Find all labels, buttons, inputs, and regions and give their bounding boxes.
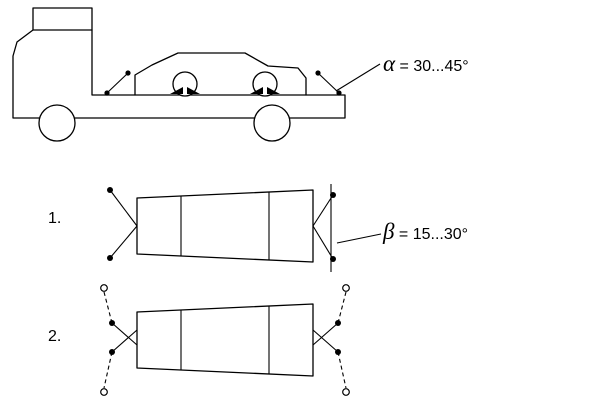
cargo-box-1 [136, 189, 314, 263]
open-anchor-point [100, 388, 108, 396]
wheel-chock [187, 87, 200, 94]
lashing-line [109, 225, 138, 259]
anchor-dot [335, 349, 341, 355]
beta-symbol: β [382, 219, 395, 244]
beta-leader-line [336, 233, 382, 244]
alternative-lashing-dashed [337, 291, 347, 324]
truck-rear-wheel [253, 104, 291, 142]
lashing-line [111, 329, 138, 353]
anchor-dot [315, 70, 321, 76]
wheel-chock [267, 87, 280, 94]
lashing-diagram-1: 1. β = 15...30° [48, 184, 468, 272]
lashing-line [312, 194, 334, 227]
anchor-dot [107, 255, 113, 261]
beta-value: = 15...30° [399, 226, 468, 243]
wheel-chock [170, 87, 183, 94]
lashing-strap-left [106, 72, 129, 94]
car-body-outline [134, 52, 307, 96]
alternative-lashing-dashed [337, 351, 347, 389]
lashing-diagram-2: 2. [48, 284, 350, 396]
anchor-dot [109, 349, 115, 355]
beta-annotation: β = 15...30° [382, 219, 468, 244]
truck-cab-roof [32, 7, 93, 31]
item-2-label: 2. [48, 328, 61, 345]
alpha-symbol: α [383, 51, 396, 76]
alpha-leader-line [335, 63, 381, 92]
alternative-lashing-dashed [103, 351, 113, 389]
lashing-line [312, 329, 339, 353]
anchor-dot [109, 320, 115, 326]
anchor-dot [330, 256, 336, 262]
lashing-strap-right [317, 72, 340, 94]
lashing-line [109, 189, 138, 227]
cargo-box-2 [136, 303, 314, 377]
anchor-dot [125, 70, 131, 76]
truck-with-car-diagram: α = 30...45° [12, 7, 469, 142]
alpha-value: = 30...45° [400, 58, 469, 75]
item-1-label: 1. [48, 210, 61, 227]
lashing-line [312, 225, 334, 260]
lashing-line [312, 322, 339, 346]
wheel-chock [250, 87, 263, 94]
anchor-dot [330, 192, 336, 198]
anchor-dot [104, 90, 110, 96]
lashing-line [111, 322, 138, 346]
anchor-dot [336, 90, 342, 96]
alternative-lashing-dashed [103, 291, 113, 324]
alpha-annotation: α = 30...45° [383, 51, 469, 76]
truck-body-outline [12, 29, 346, 119]
open-anchor-point [100, 284, 108, 292]
open-anchor-point [342, 284, 350, 292]
truck-front-wheel [38, 104, 76, 142]
anchor-dot [335, 320, 341, 326]
open-anchor-point [342, 388, 350, 396]
anchor-dot [107, 187, 113, 193]
